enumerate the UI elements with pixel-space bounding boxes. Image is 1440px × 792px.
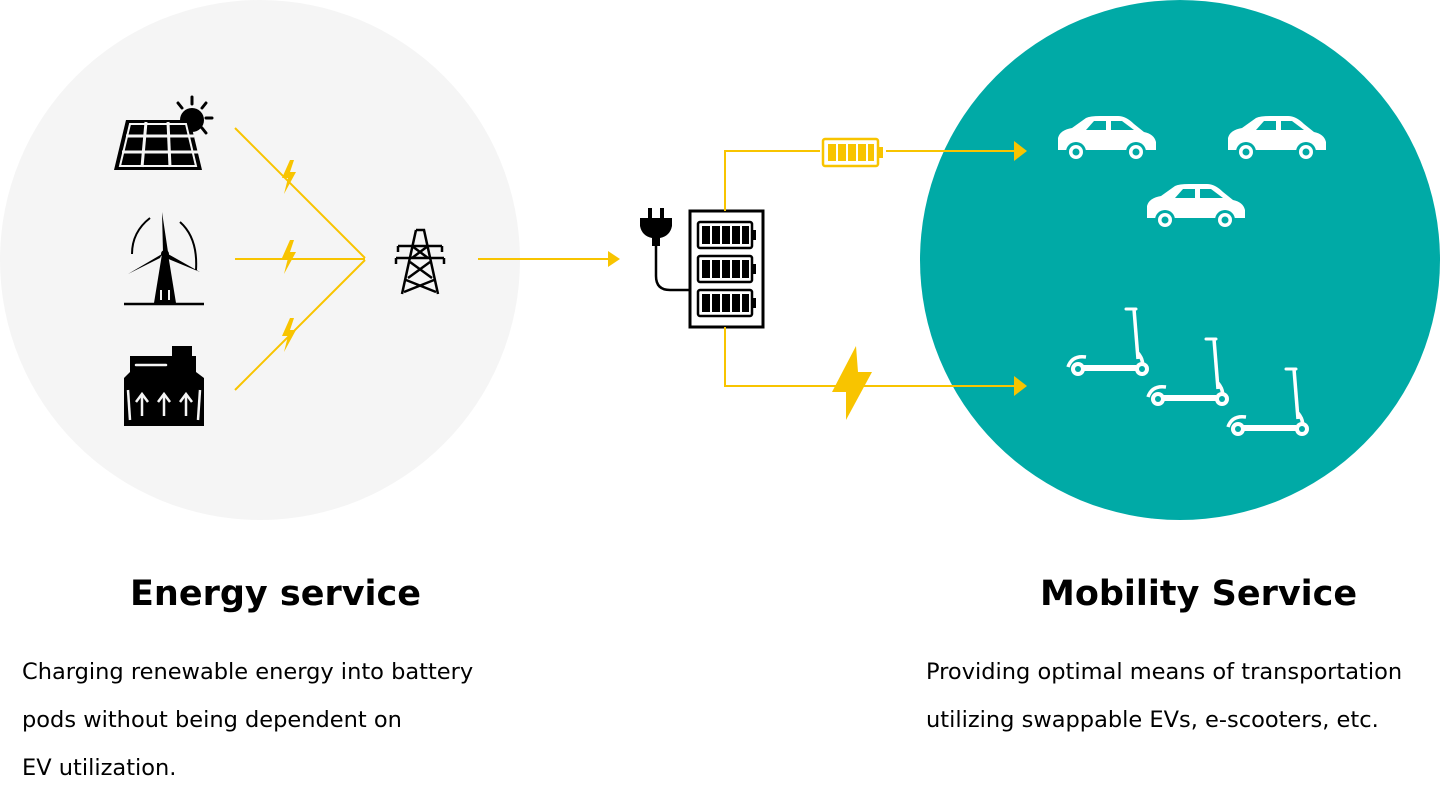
energy-flow-lines — [234, 127, 366, 391]
wind-turbine-icon — [124, 212, 204, 306]
solar-panel-icon — [114, 95, 214, 170]
arrow-head-cars — [1014, 141, 1027, 161]
mobility-description-line: Providing optimal means of transportatio… — [926, 659, 1403, 685]
transmission-tower-icon — [394, 228, 446, 295]
mobility-service-circle — [920, 0, 1440, 520]
station-to-mobility-lines — [724, 150, 1016, 387]
energy-service-description: Charging renewable energy into battery p… — [22, 648, 473, 792]
energy-description-line: Charging renewable energy into battery — [22, 659, 474, 685]
tower-to-station-arrow — [478, 251, 620, 267]
mobility-service-description: Providing optimal means of transportatio… — [926, 648, 1402, 744]
arrow-head-scooters — [1014, 376, 1027, 396]
energy-service-title: Energy service — [130, 574, 422, 614]
lightning-bolt-icon — [832, 346, 872, 420]
battery-icon — [821, 137, 883, 168]
plug-icon — [640, 208, 692, 292]
energy-description-line: EV utilization. — [22, 755, 177, 781]
mobility-service-title: Mobility Service — [1040, 574, 1358, 614]
power-plant-icon — [124, 346, 204, 426]
mobility-description-line: utilizing swappable EVs, e-scooters, etc… — [926, 707, 1379, 733]
battery-pod-rack-icon — [688, 209, 765, 329]
energy-description-line: pods without being dependent on — [22, 707, 402, 733]
